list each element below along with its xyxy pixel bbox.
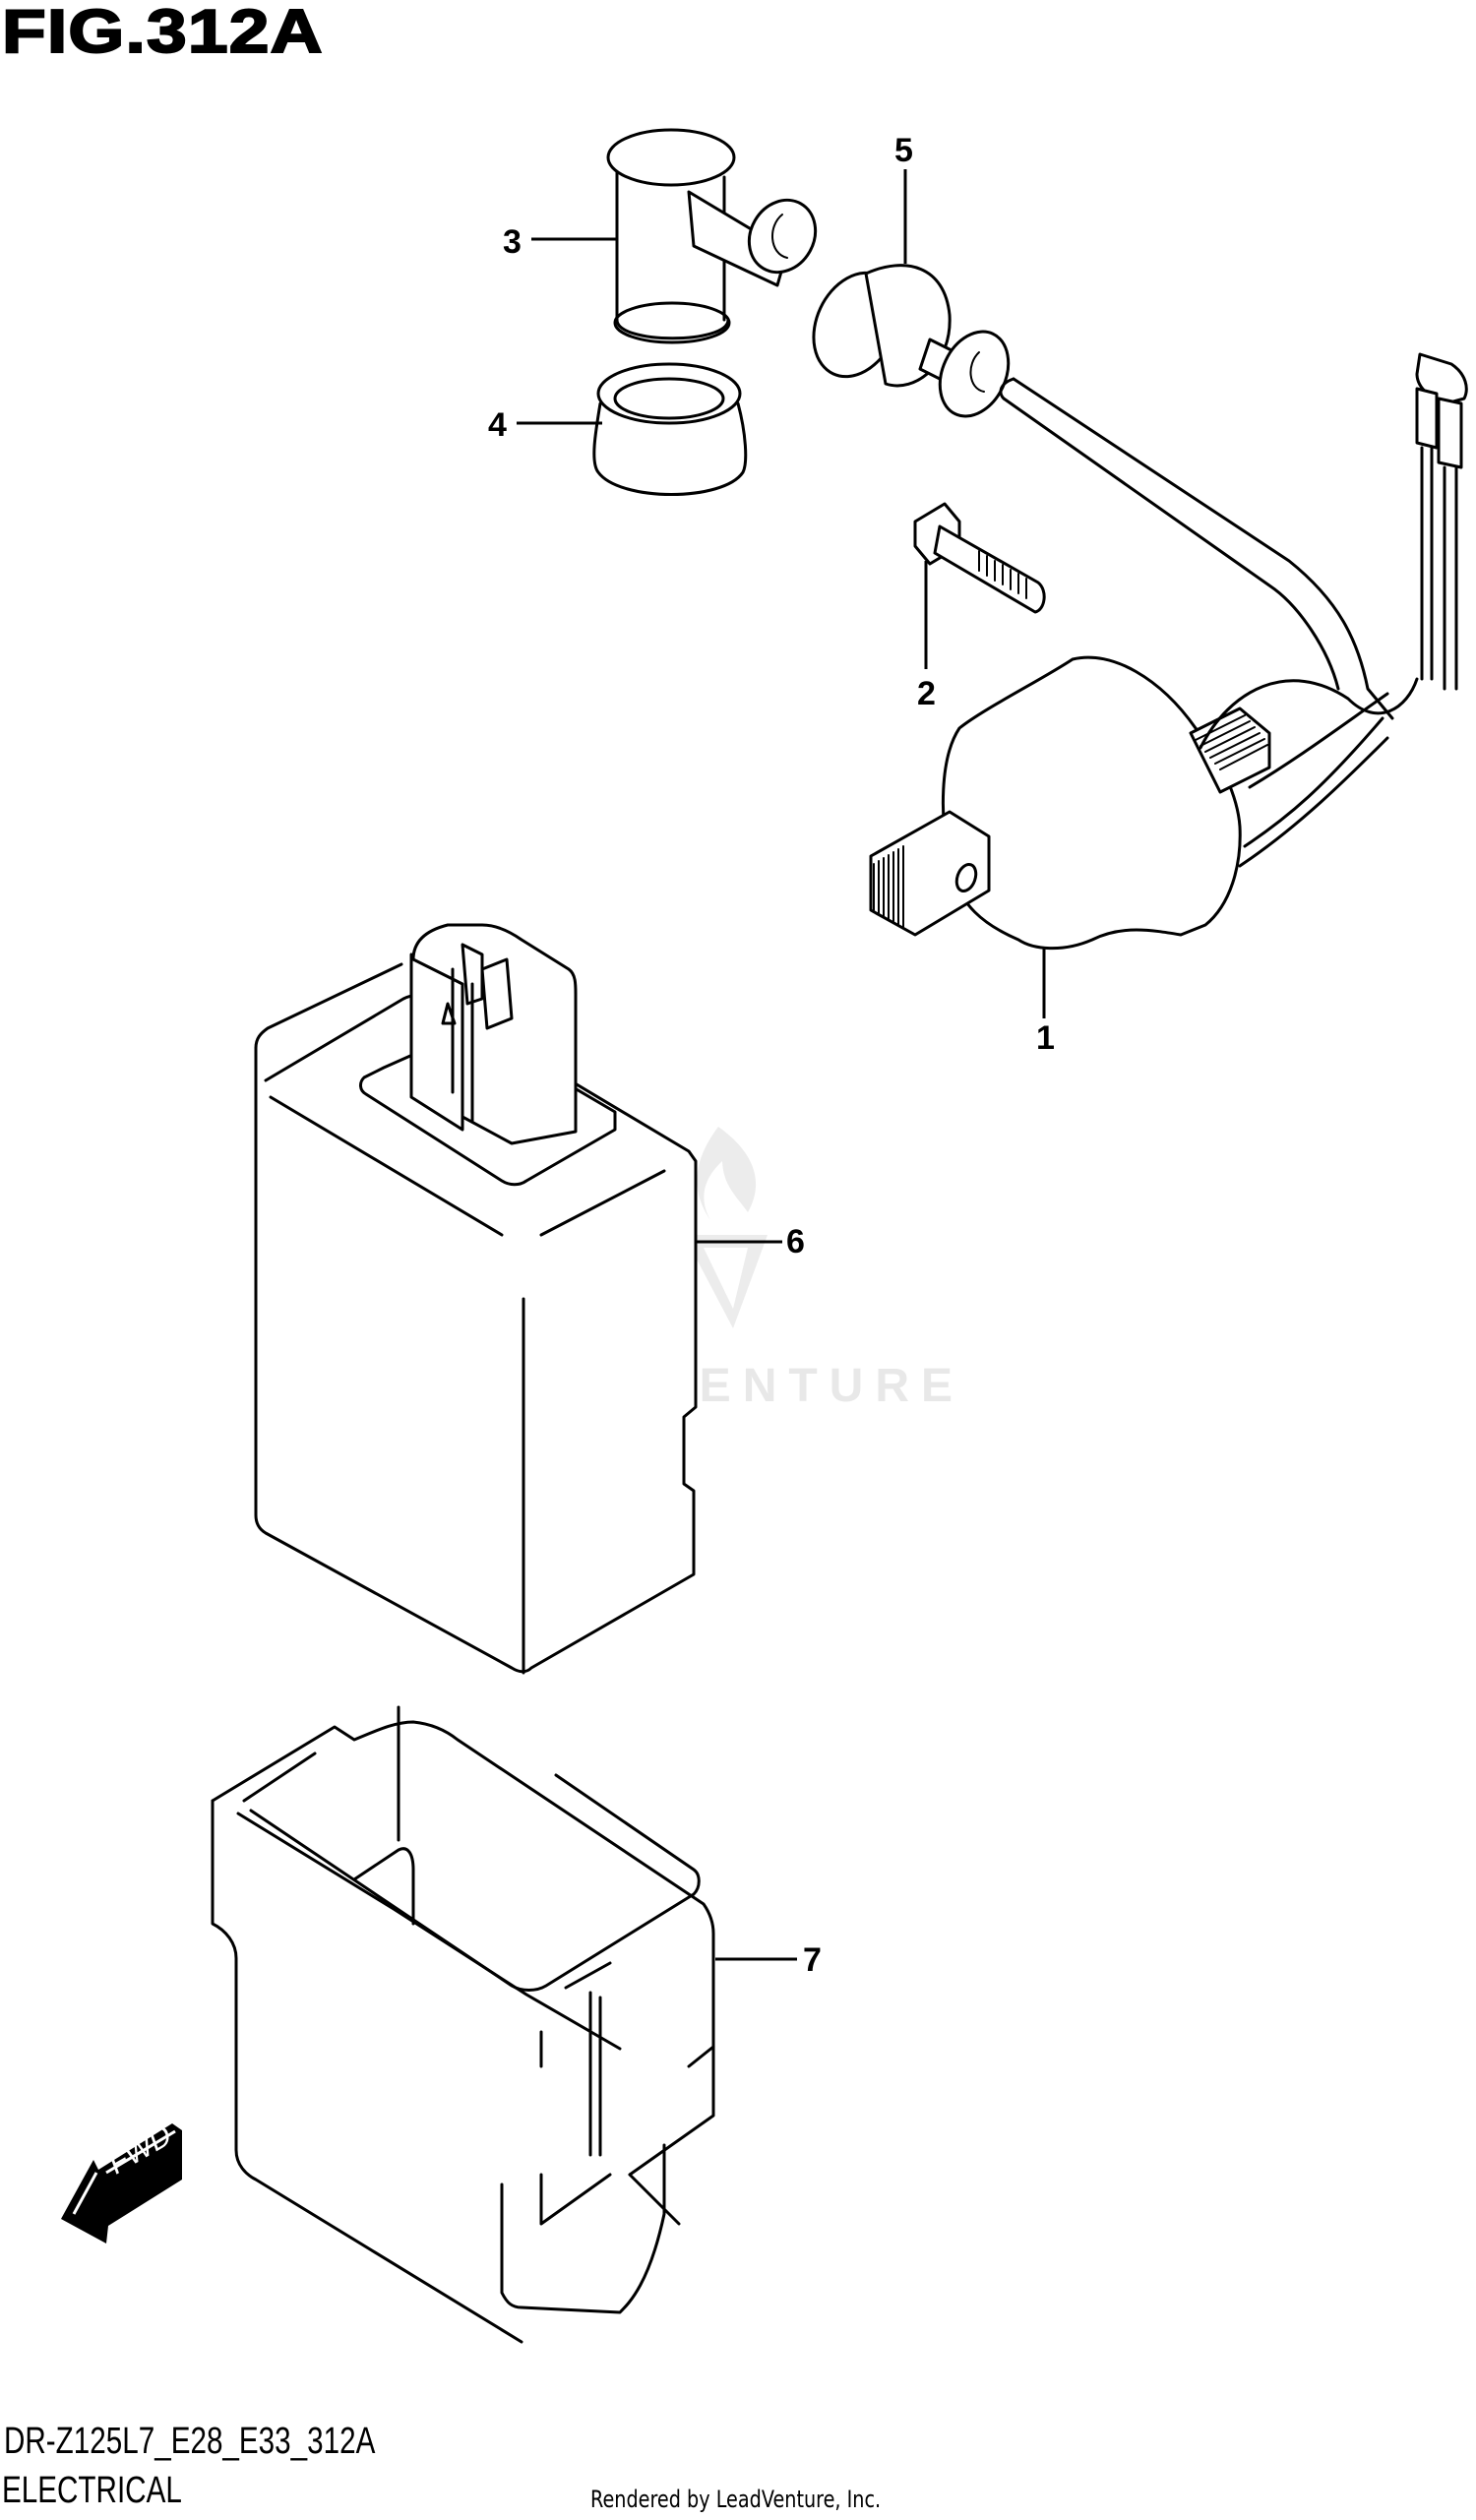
callout-2[interactable]: 2 [917, 675, 936, 712]
part-2-bolt[interactable] [913, 502, 1046, 614]
callout-1[interactable]: 1 [1036, 1019, 1055, 1057]
callout-4[interactable]: 4 [488, 406, 507, 444]
section-name: ELECTRICAL [2, 2470, 182, 2511]
high-tension-cable [999, 377, 1394, 720]
callout-3[interactable]: 3 [503, 223, 522, 261]
leader-lines [517, 169, 1046, 1961]
part-7-cdi-cover[interactable] [211, 1705, 715, 2344]
callout-5[interactable]: 5 [894, 132, 913, 169]
coil-connector [1415, 352, 1468, 691]
model-code: DR-Z125L7_E28_E33_312A [4, 2421, 376, 2462]
part-5-cable-grommet[interactable] [798, 259, 1022, 427]
part-1-ignition-coil[interactable] [869, 655, 1419, 951]
figure-title: FIG.312A [1, 0, 324, 66]
callout-7[interactable]: 7 [803, 1941, 822, 1979]
fwd-arrow-icon [61, 2123, 182, 2243]
part-4-plug-cap-seal[interactable] [592, 362, 748, 496]
part-6-cdi-unit[interactable] [254, 923, 698, 1675]
callout-6[interactable]: 6 [786, 1223, 805, 1260]
part-3-spark-plug-cap[interactable] [606, 128, 829, 344]
render-credit: Rendered by LeadVenture, Inc. [590, 2486, 882, 2513]
